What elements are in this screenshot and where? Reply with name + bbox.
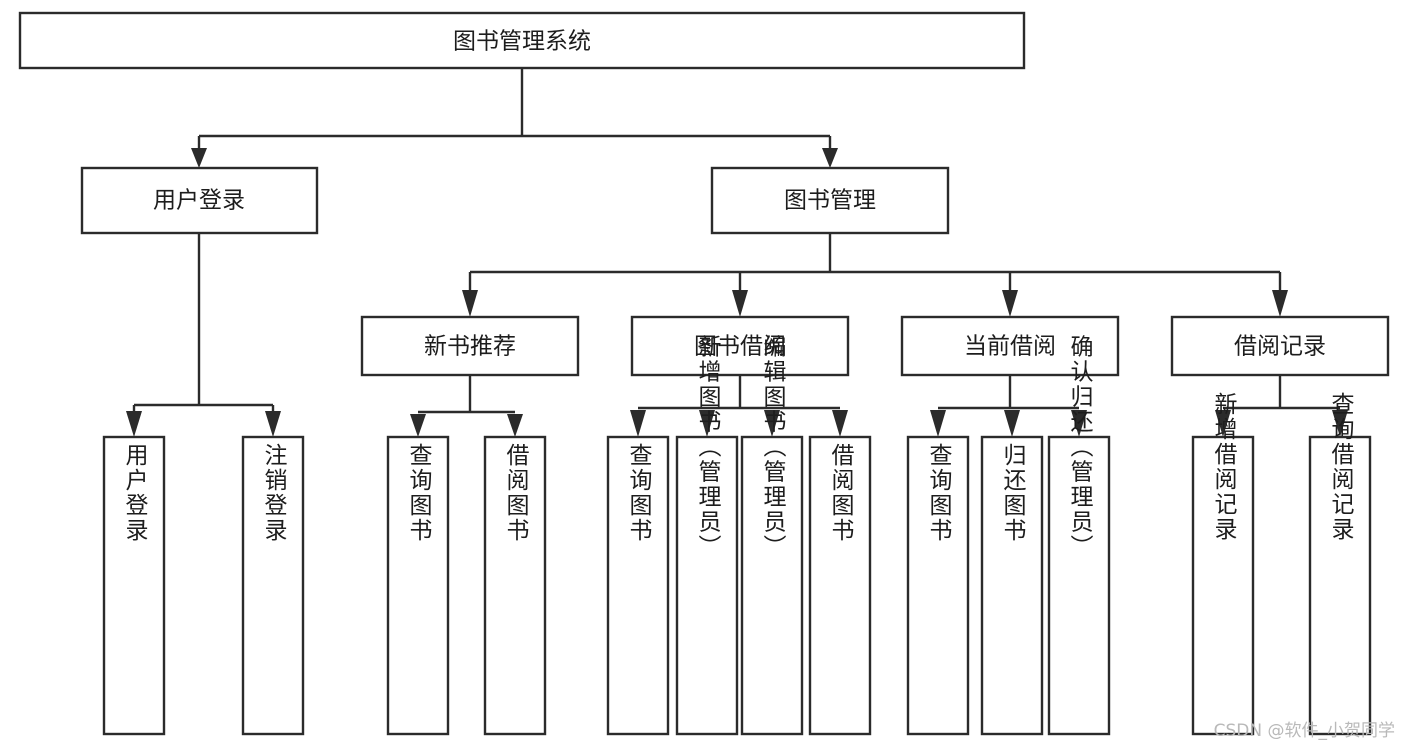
node-new-book-rec-box[interactable] (360, 315, 580, 377)
arrow-to-leaf-borrow-book (832, 410, 848, 437)
arrow-to-leaf-edit-book (764, 410, 780, 437)
node-root-box[interactable] (18, 11, 1026, 70)
leaf-borrow-book-box[interactable] (808, 435, 872, 736)
node-user-login-label: 用户登录 (153, 188, 245, 214)
leaf-query-book-rec-label: 查询图书 (405, 443, 433, 543)
leaf-return-book-box[interactable] (980, 435, 1044, 736)
leaf-query-book-cur-box[interactable] (906, 435, 970, 736)
csdn-watermark: CSDN @软件_小贺同学 (1213, 721, 1395, 741)
leaf-borrow-book-rec[interactable]: 借阅图书 (483, 435, 547, 736)
node-root[interactable]: 图书管理系统 (18, 11, 1026, 70)
edge-layer (126, 68, 1348, 437)
leaf-query-book-cur-label: 查询图书 (925, 443, 953, 543)
node-current-borrow-label: 当前借阅 (964, 334, 1056, 360)
arrow-to-leaf-query-book-rec (410, 414, 426, 437)
leaf-query-book-borrow-label: 查询图书 (625, 443, 653, 543)
leaf-return-book-label: 归还图书 (999, 443, 1027, 543)
node-book-borrow[interactable]: 图书借阅 (630, 315, 850, 377)
leaf-confirm-return[interactable]: 确认归还（管理员） (1047, 335, 1111, 736)
node-new-book-rec[interactable]: 新书推荐 (360, 315, 580, 377)
leaf-query-book-borrow-box[interactable] (606, 435, 670, 736)
arrow-to-borrow-record (1272, 290, 1288, 317)
leaf-add-book[interactable]: 新增图书（管理员） (675, 335, 739, 736)
node-book-borrow-label: 图书借阅 (694, 334, 786, 360)
node-book-manage-label: 图书管理 (784, 188, 876, 214)
node-borrow-record-box[interactable] (1170, 315, 1390, 377)
arrow-to-user-login (191, 148, 207, 168)
node-borrow-record[interactable]: 借阅记录 (1170, 315, 1390, 377)
arrow-to-leaf-confirm-return (1071, 410, 1087, 437)
leaf-edit-book[interactable]: 编辑图书（管理员） (740, 335, 804, 736)
node-current-borrow-box[interactable] (900, 315, 1120, 377)
arrow-to-new-book-rec (462, 290, 478, 317)
leaf-confirm-return-box[interactable] (1047, 435, 1111, 736)
arrow-to-leaf-add-borrow-record (1215, 410, 1231, 437)
leaf-return-book[interactable]: 归还图书 (980, 435, 1044, 736)
leaf-query-borrow-record[interactable]: 查询借阅记录 (1308, 392, 1372, 736)
arrow-to-leaf-logout (265, 411, 281, 437)
leaf-logout-box[interactable] (241, 435, 305, 736)
node-root-label: 图书管理系统 (453, 29, 591, 55)
arrow-to-book-manage (822, 148, 838, 168)
leaf-query-book-borrow[interactable]: 查询图书 (606, 435, 670, 736)
arrow-to-book-borrow (732, 290, 748, 317)
leaf-logout[interactable]: 注销登录 (241, 435, 305, 736)
node-book-manage[interactable]: 图书管理 (710, 166, 950, 235)
leaf-borrow-book[interactable]: 借阅图书 (808, 435, 872, 736)
leaf-edit-book-label: 编辑图书（管理员） (759, 335, 787, 560)
leaf-borrow-book-label: 借阅图书 (827, 443, 855, 543)
leaf-add-book-box[interactable] (675, 435, 739, 736)
leaf-borrow-book-rec-box[interactable] (483, 435, 547, 736)
arrow-to-leaf-return-book (1004, 410, 1020, 437)
leaf-user-login-label: 用户登录 (121, 443, 149, 543)
node-current-borrow[interactable]: 当前借阅 (900, 315, 1120, 377)
leaf-query-borrow-record-box[interactable] (1308, 435, 1372, 736)
arrow-to-leaf-borrow-book-rec (507, 414, 523, 437)
leaf-add-borrow-record-label: 新增借阅记录 (1210, 392, 1238, 542)
node-book-manage-box[interactable] (710, 166, 950, 235)
arrow-to-leaf-add-book (699, 410, 715, 437)
leaf-add-book-label: 新增图书（管理员） (694, 335, 722, 560)
leaf-user-login[interactable]: 用户登录 (102, 435, 166, 736)
leaf-add-borrow-record-box[interactable] (1191, 435, 1255, 736)
arrow-to-leaf-query-book-borrow (630, 410, 646, 437)
leaf-query-borrow-record-label: 查询借阅记录 (1327, 392, 1355, 542)
arrow-to-leaf-user-login (126, 411, 142, 437)
arrow-to-leaf-query-book-cur (930, 410, 946, 437)
arrow-to-current-borrow (1002, 290, 1018, 317)
leaf-confirm-return-label: 确认归还（管理员） (1066, 335, 1094, 560)
leaf-user-login-box[interactable] (102, 435, 166, 736)
node-user-login-box[interactable] (80, 166, 319, 235)
leaf-borrow-book-rec-label: 借阅图书 (502, 443, 530, 543)
leaf-query-book-rec-box[interactable] (386, 435, 450, 736)
leaf-edit-book-box[interactable] (740, 435, 804, 736)
leaf-query-book-rec[interactable]: 查询图书 (386, 435, 450, 736)
leaf-logout-label: 注销登录 (260, 443, 288, 543)
node-new-book-rec-label: 新书推荐 (424, 334, 516, 360)
node-book-borrow-box[interactable] (630, 315, 850, 377)
leaf-query-book-cur[interactable]: 查询图书 (906, 435, 970, 736)
node-borrow-record-label: 借阅记录 (1234, 334, 1326, 360)
arrow-to-leaf-query-borrow-record (1332, 410, 1348, 437)
leaf-add-borrow-record[interactable]: 新增借阅记录 (1191, 392, 1255, 736)
node-user-login[interactable]: 用户登录 (80, 166, 319, 235)
